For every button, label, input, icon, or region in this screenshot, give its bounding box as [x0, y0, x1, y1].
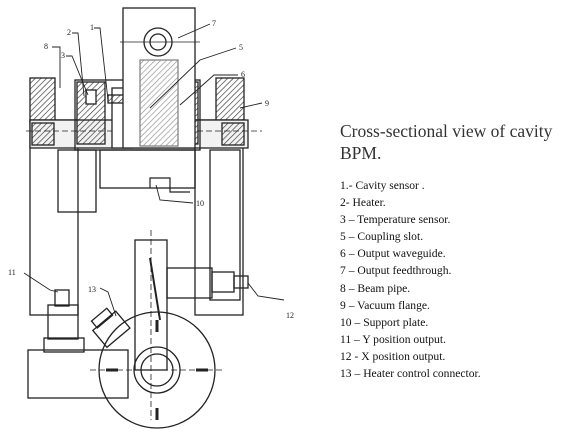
left-support-block — [27, 349, 129, 399]
legend-item: 12 - X position output. — [340, 349, 446, 363]
callout-3: 3 — [61, 51, 65, 60]
callout-7: 7 — [212, 19, 216, 28]
callout-9: 9 — [265, 99, 269, 108]
support-plate — [99, 149, 196, 189]
callout-12: 12 — [286, 311, 294, 320]
figure-caption: Cross-sectional view of cavity BPM. — [340, 121, 553, 163]
left-flange-hatch — [29, 77, 56, 124]
right-flange — [194, 119, 244, 316]
legend-item: 2- Heater. — [340, 196, 386, 210]
legend-item: 11 – Y position output. — [340, 332, 446, 346]
legend-item: 8 – Beam pipe. — [340, 281, 411, 295]
callout-2: 2 — [67, 28, 71, 37]
beam-pipe-hatch-right — [221, 122, 245, 146]
y-position-connector — [47, 304, 79, 340]
left-flange — [29, 119, 79, 316]
x-position-connector — [233, 275, 249, 289]
callout-13: 13 — [88, 285, 96, 294]
legend-item: 9 – Vacuum flange. — [340, 298, 430, 312]
right-flange-hatch — [215, 77, 245, 124]
callout-11: 11 — [8, 268, 16, 277]
top-section-view — [26, 7, 262, 316]
beam-pipe-hatch-left — [31, 122, 55, 146]
callout-6: 6 — [241, 70, 245, 79]
legend-item: 7 – Output feedthrough. — [340, 264, 452, 278]
callout-8: 8 — [44, 42, 48, 51]
legend-item: 10 – Support plate. — [340, 315, 429, 329]
callout-10: 10 — [196, 199, 204, 208]
x-output-waveguide — [166, 267, 213, 299]
temperature-sensor — [85, 89, 97, 105]
legend-item: 1.- Cavity sensor . — [340, 179, 425, 192]
heater-control-connector — [91, 310, 131, 349]
bottom-front-view — [27, 230, 249, 429]
top-callouts: 8 2 3 1 5 6 7 9 10 — [44, 19, 269, 208]
legend-item: 6 – Output waveguide. — [340, 247, 446, 261]
legend-item: 5 – Coupling slot. — [340, 230, 424, 244]
callout-5: 5 — [239, 43, 243, 52]
legend-list: 1.- Cavity sensor . 2- Heater. 3 – Tempe… — [340, 177, 481, 382]
bottom-callouts: 11 13 12 — [8, 268, 294, 320]
legend-item: 3 – Temperature sensor. — [340, 213, 451, 227]
callout-1: 1 — [90, 23, 94, 32]
legend-item: 13 – Heater control connector. — [340, 367, 481, 381]
waveguide-inner — [139, 59, 179, 147]
